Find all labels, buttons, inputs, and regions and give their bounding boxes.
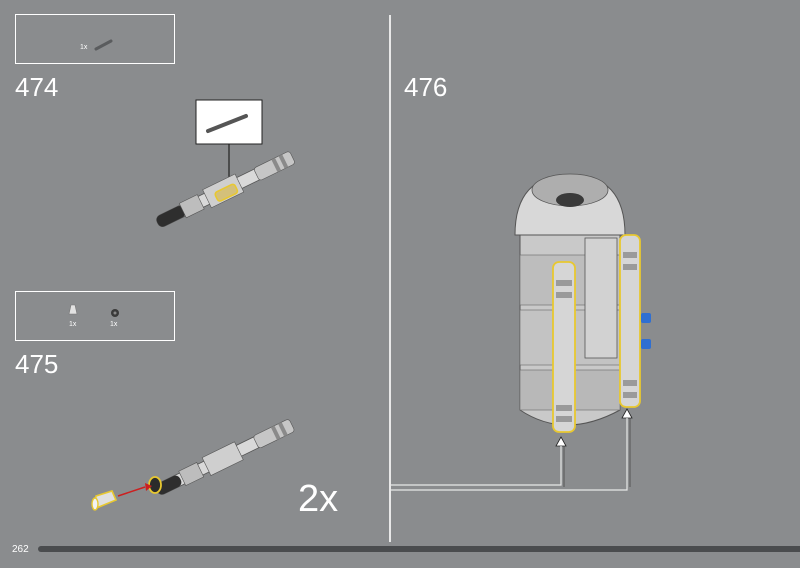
- step-number-474: 474: [15, 72, 59, 102]
- column-divider: [389, 15, 391, 542]
- grey-bar-part-icon: [94, 39, 113, 51]
- cone-part-icon: [68, 304, 119, 317]
- page-number: 262: [12, 544, 29, 555]
- part-qty-475-1: 1x: [69, 321, 77, 328]
- part-qty-475-2: 1x: [110, 321, 118, 328]
- part-qty-474-1: 1x: [80, 44, 88, 51]
- parts-list-box-474: 1x: [15, 14, 175, 64]
- parts-list-box-475: 1x 1x: [15, 291, 175, 341]
- page-progress-bar: [38, 546, 800, 552]
- step-number-475: 475: [15, 349, 59, 379]
- step-number-476: 476: [404, 72, 448, 102]
- multiplier-label: 2x: [298, 478, 339, 520]
